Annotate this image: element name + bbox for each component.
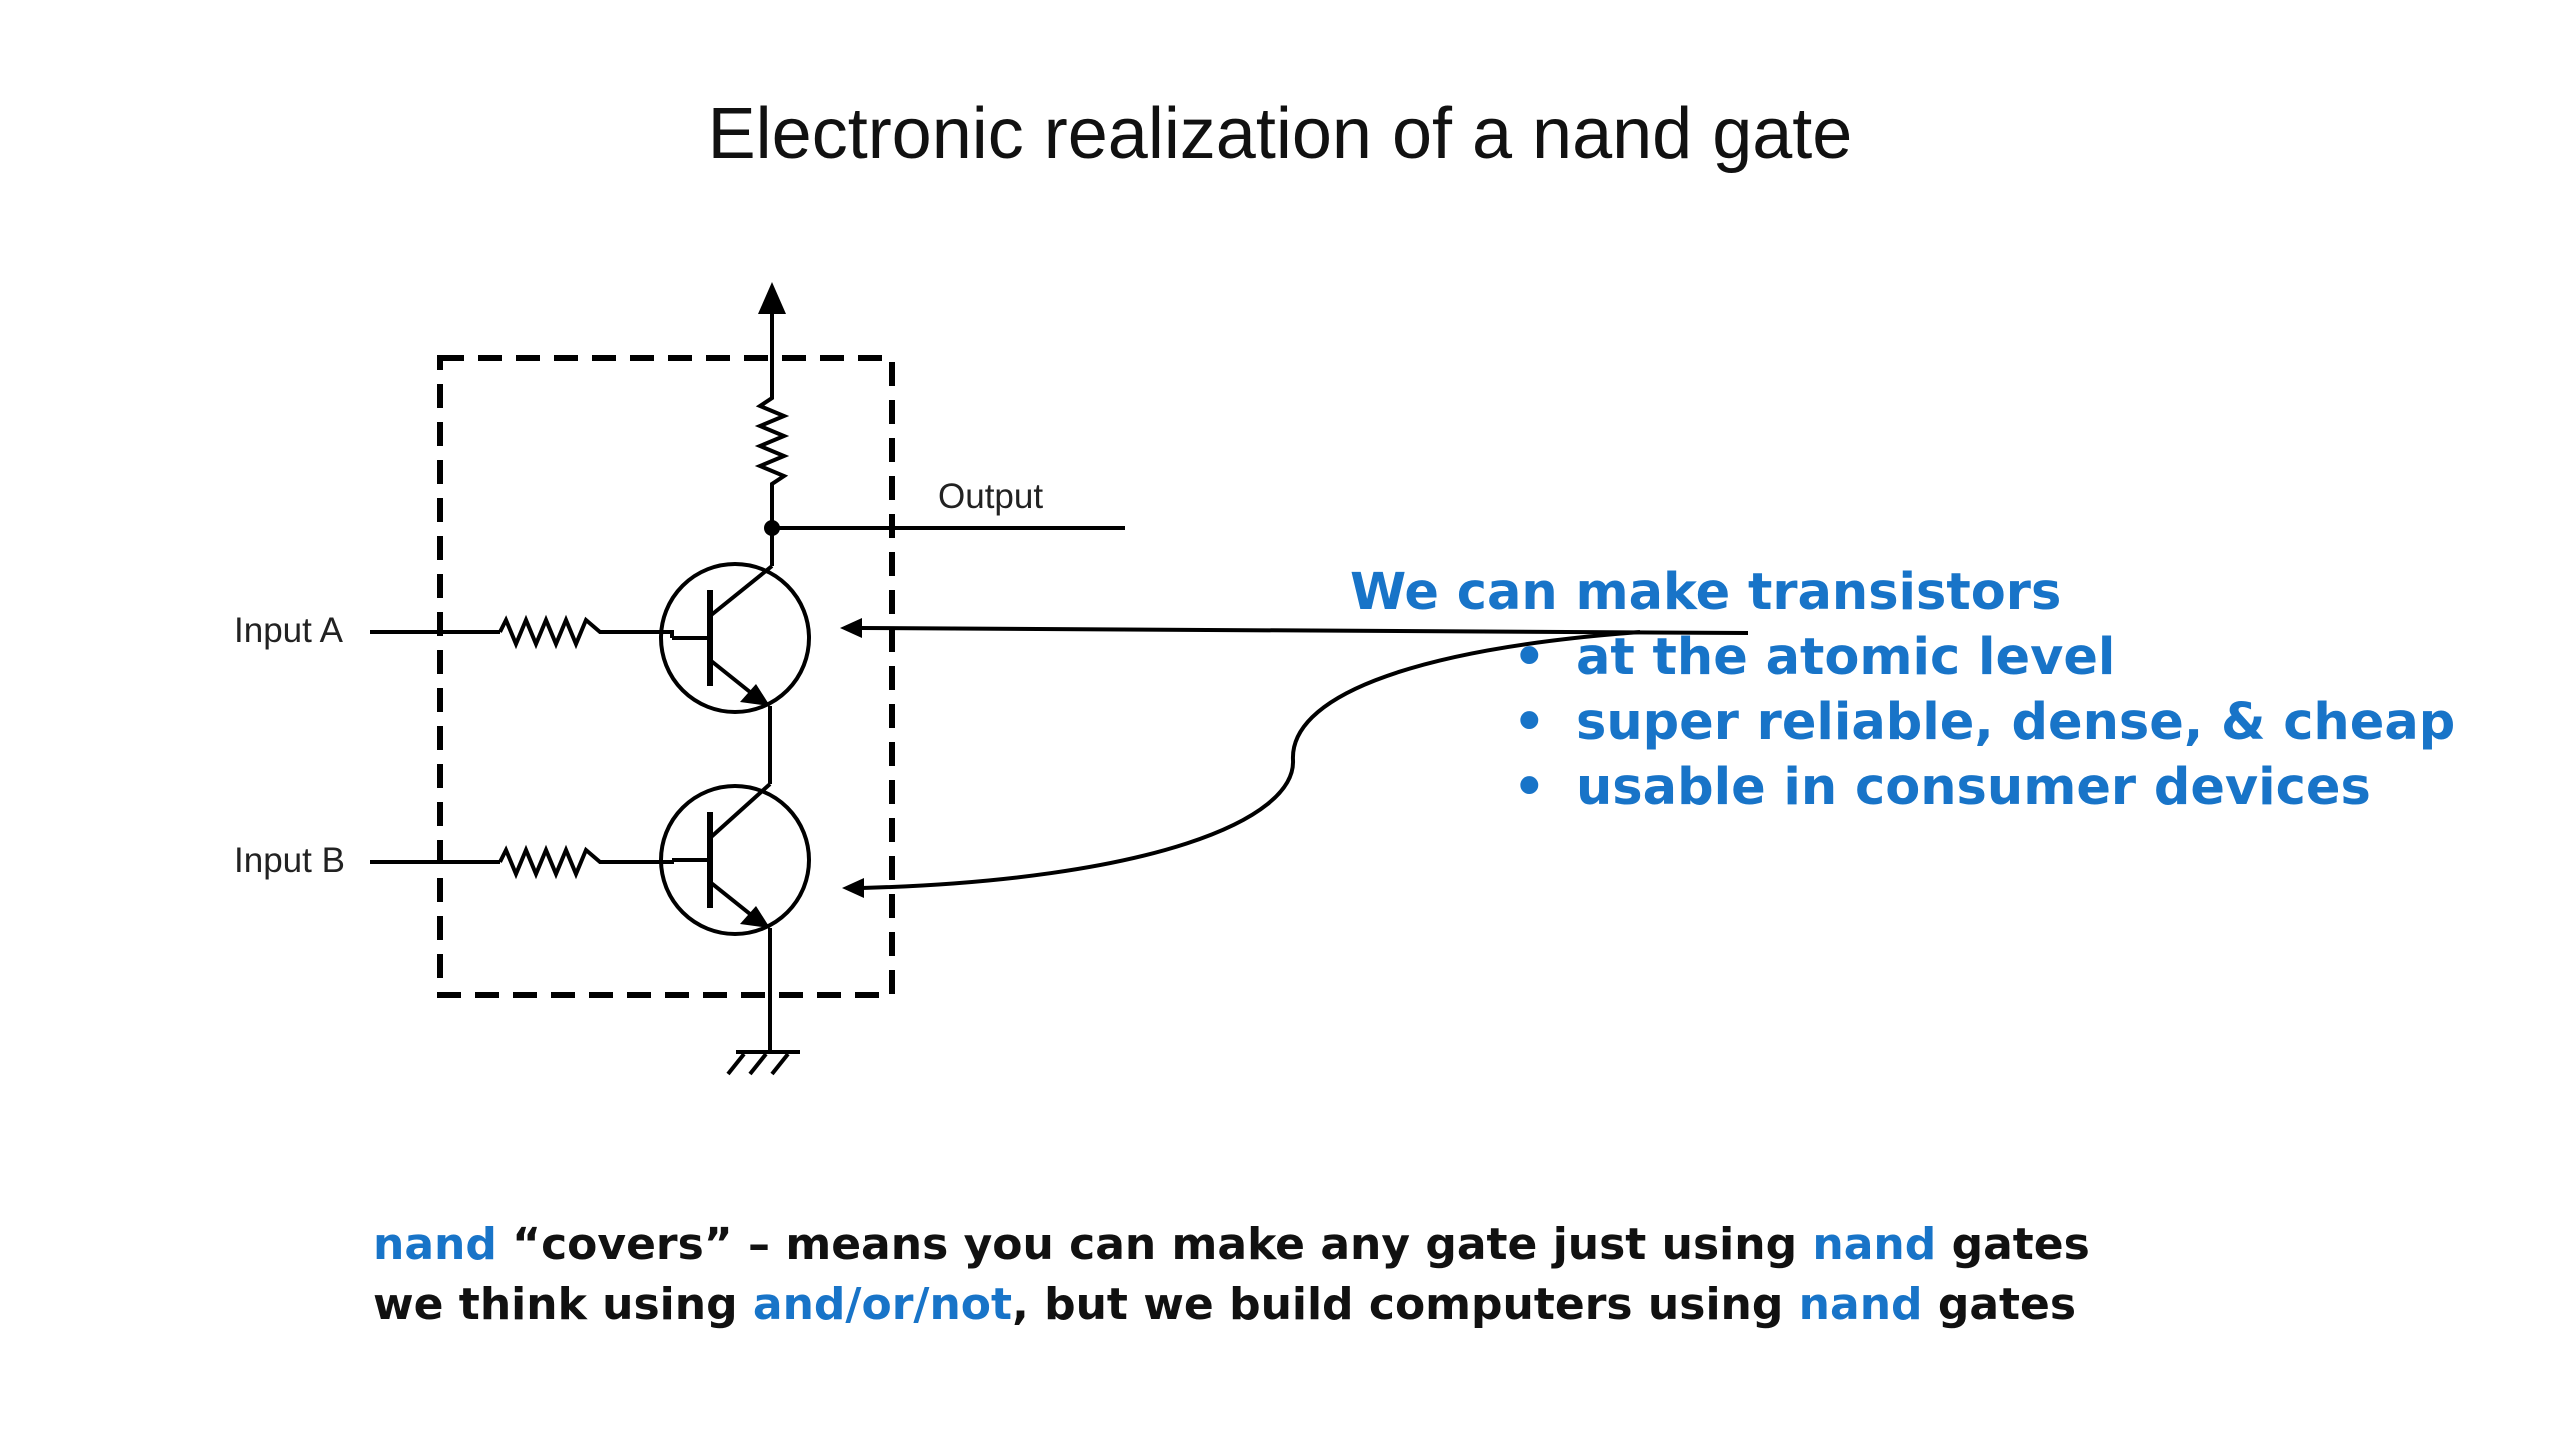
caption-text: gates: [1922, 1279, 2077, 1330]
list-item: • at the atomic level: [1350, 625, 2455, 690]
bullet-icon: •: [1513, 693, 1546, 752]
gate-boundary-box: [437, 355, 895, 998]
transistor-note: We can make transistors • at the atomic …: [1350, 560, 2455, 820]
bullet-text: super reliable, dense, & cheap: [1576, 693, 2456, 752]
caption-line-2: we think using and/or/not, but we build …: [373, 1275, 2090, 1335]
output-label: Output: [938, 477, 1043, 516]
emitter-arrow-a: [740, 684, 770, 706]
pointer-arrow-b: [861, 630, 1641, 890]
caption-line-1: nand “covers” – means you can make any g…: [373, 1215, 2090, 1275]
transistor-a: [659, 562, 811, 714]
highlight-term: nand: [1812, 1219, 1937, 1270]
input-b-label: Input B: [234, 841, 345, 880]
input-a-resistor: [498, 614, 674, 650]
pullup-resistor: [754, 390, 790, 528]
input-a-label: Input A: [234, 611, 344, 650]
ground-icon: [726, 1050, 800, 1076]
bottom-caption: nand “covers” – means you can make any g…: [373, 1215, 2090, 1335]
list-item: • usable in consumer devices: [1350, 755, 2455, 820]
caption-text: , but we build computers using: [1012, 1279, 1799, 1330]
supply-arrow: [758, 282, 786, 314]
highlight-term: nand: [373, 1219, 497, 1270]
note-heading: We can make transistors: [1350, 563, 2062, 622]
highlight-term: and/or/not: [752, 1279, 1013, 1330]
caption-text: we think using: [373, 1279, 753, 1330]
note-bullet-list: • at the atomic level • super reliable, …: [1350, 625, 2455, 820]
caption-text: gates: [1936, 1219, 2090, 1270]
caption-text: “covers” – means you can make any gate j…: [496, 1219, 1813, 1270]
input-b-resistor: [498, 844, 674, 880]
bullet-icon: •: [1513, 628, 1546, 687]
bullet-icon: •: [1513, 758, 1546, 817]
bullet-text: at the atomic level: [1576, 628, 2116, 687]
slide-title: Electronic realization of a nand gate: [707, 94, 1853, 174]
bullet-text: usable in consumer devices: [1576, 758, 2371, 817]
pointer-arrow-a: [859, 626, 1749, 635]
emitter-arrow-b: [740, 906, 770, 928]
highlight-term: nand: [1798, 1279, 1923, 1330]
list-item: • super reliable, dense, & cheap: [1350, 690, 2455, 755]
